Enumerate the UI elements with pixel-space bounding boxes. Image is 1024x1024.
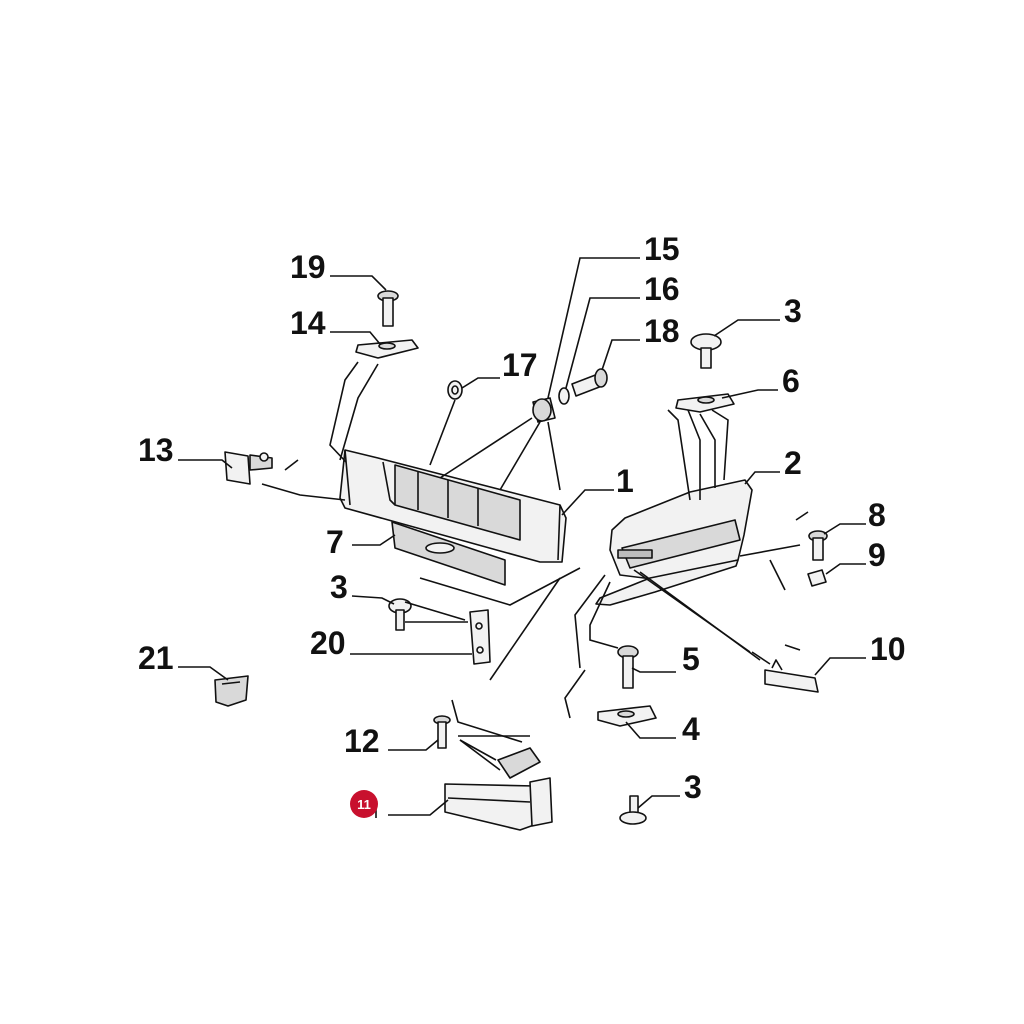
callout-15: 15 — [644, 231, 680, 267]
callout-13: 13 — [138, 432, 174, 468]
leader-lines — [178, 257, 866, 818]
bumper-beam-part-1[interactable] — [339, 449, 567, 563]
callout-6: 6 — [782, 363, 800, 399]
cage-nut-part-6[interactable] — [675, 393, 735, 413]
callout-17: 17 — [502, 347, 538, 383]
callout-7: 7 — [326, 524, 344, 560]
bolt-part-18[interactable] — [571, 368, 608, 397]
bolt-part-19[interactable] — [377, 290, 399, 327]
spacer-part-15[interactable] — [532, 397, 556, 423]
washer-part-17[interactable] — [447, 380, 463, 400]
absorber-bracket-part-11[interactable] — [444, 747, 553, 831]
callout-19: 19 — [290, 249, 326, 285]
callout-18: 18 — [644, 313, 680, 349]
washer-part-16[interactable] — [558, 387, 570, 405]
callout-1: 1 — [616, 463, 634, 499]
cage-nut-part-4[interactable] — [597, 705, 657, 727]
screw-part-3-middle[interactable] — [388, 598, 412, 631]
bolt-part-5[interactable] — [617, 645, 639, 689]
plate-bracket-part-7[interactable] — [391, 521, 506, 586]
screw-part-3-upper[interactable] — [690, 333, 722, 369]
side-clip-part-13[interactable] — [224, 451, 273, 485]
callout-4: 4 — [682, 711, 700, 747]
callout-3-lower: 3 — [684, 769, 702, 805]
callout-2: 2 — [784, 445, 802, 481]
clip-part-21[interactable] — [214, 675, 249, 707]
bumper-corner-part-2[interactable] — [595, 479, 753, 606]
callout-3-middle: 3 — [330, 569, 348, 605]
callout-8: 8 — [868, 497, 886, 533]
callout-14: 14 — [290, 305, 326, 341]
callout-5: 5 — [682, 641, 700, 677]
callout-20: 20 — [310, 625, 346, 661]
callout-12: 12 — [344, 723, 380, 759]
cage-nut-part-14[interactable] — [355, 339, 419, 359]
callout-10: 10 — [870, 631, 906, 667]
callout-21: 21 — [138, 640, 174, 676]
bolt-part-8[interactable] — [808, 530, 828, 561]
nut-part-9[interactable] — [807, 569, 827, 587]
callout-16: 16 — [644, 271, 680, 307]
bolt-part-12[interactable] — [433, 715, 451, 749]
highlighted-callout-11-label: 11 — [357, 797, 371, 812]
callout-labels: 19 14 15 16 17 18 3 6 13 1 2 8 7 9 3 20 … — [138, 231, 906, 805]
highlighted-callout-11[interactable]: 11 — [350, 790, 378, 818]
reflector-part-10[interactable] — [764, 659, 819, 693]
screw-part-3-lower[interactable] — [619, 795, 647, 825]
callout-9: 9 — [868, 537, 886, 573]
bracket-plate-part-20[interactable] — [469, 609, 491, 665]
callout-3-upper: 3 — [784, 293, 802, 329]
